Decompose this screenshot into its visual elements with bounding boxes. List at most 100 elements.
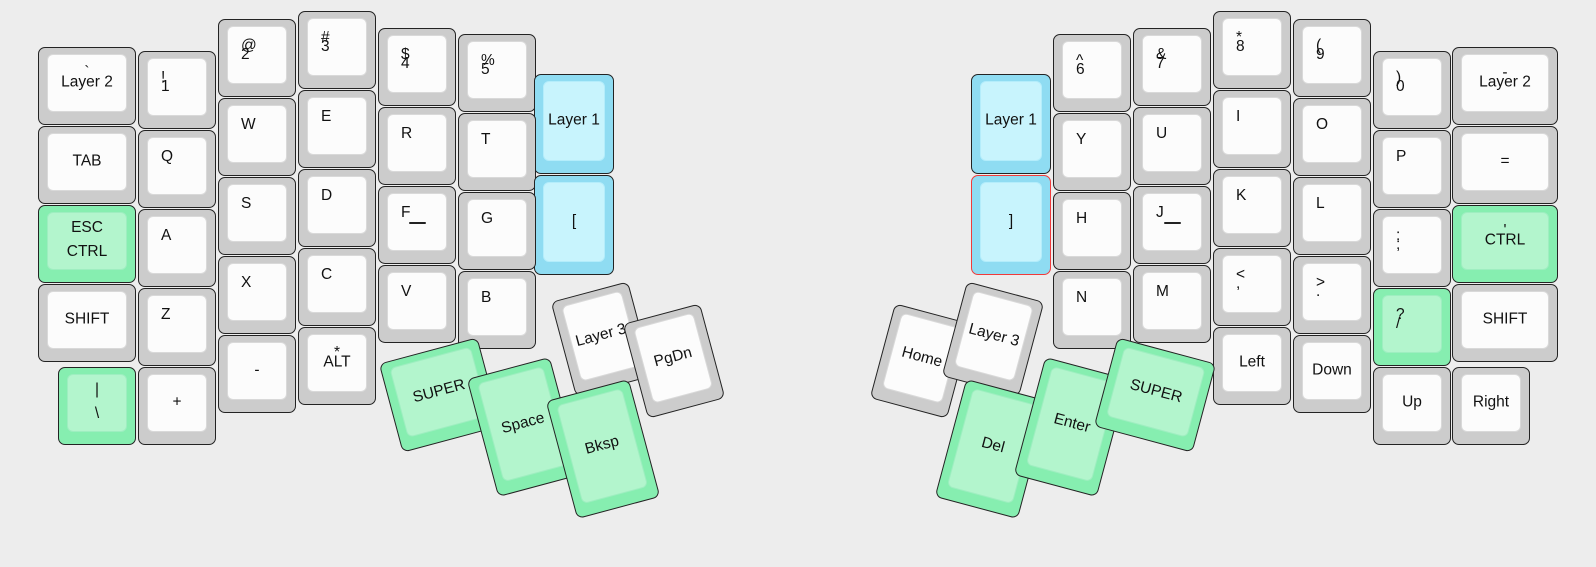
right-right[interactable]: Right [1452,367,1530,445]
key-legend-main: O [1316,116,1329,133]
left-t[interactable]: T [458,113,536,191]
key-cap: Right [1461,374,1521,432]
left-a[interactable]: A [138,209,216,287]
left-s[interactable]: S [218,177,296,255]
left-r[interactable]: R [378,107,456,185]
right-i[interactable]: I [1213,90,1291,168]
right-up[interactable]: Up [1373,367,1451,445]
right-slash[interactable]: ?/ [1373,288,1451,366]
key-legend-main: N [1076,289,1088,306]
right-y[interactable]: Y [1053,113,1131,191]
key-cap: Left [1222,334,1282,392]
right-6[interactable]: ^6 [1053,34,1131,112]
right-shift[interactable]: SHIFT [1452,284,1558,362]
key-cap: :; [1382,216,1442,274]
key-legend-main: Layer 3 [966,320,1022,351]
right-u[interactable]: U [1133,107,1211,185]
left-q[interactable]: Q [138,130,216,208]
key-cap: U [1142,114,1202,172]
key-cap: ?/ [1382,295,1442,353]
left-4[interactable]: $4 [378,28,456,106]
left-minus[interactable]: - [218,335,296,413]
key-cap: ^6 [1062,41,1122,99]
right-minus-layer2[interactable]: -Layer 2 [1452,47,1558,125]
key-legend-main: ] [1008,212,1014,230]
key-cap: I [1222,97,1282,155]
key-cap: T [467,120,527,178]
right-8[interactable]: *8 [1213,11,1291,89]
key-legend-main: CTRL [1484,231,1526,249]
left-x[interactable]: X [218,256,296,334]
right-9[interactable]: (9 [1293,19,1371,97]
key-cap: P [1382,137,1442,195]
right-0[interactable]: )0 [1373,51,1451,129]
right-colon-semicolon[interactable]: :; [1373,209,1451,287]
key-cap: SHIFT [1461,291,1549,349]
left-tab[interactable]: TAB [38,126,136,204]
right-equal[interactable]: = [1452,126,1558,204]
left-c[interactable]: C [298,248,376,326]
right-left[interactable]: Left [1213,327,1291,405]
right-quote-ctrl[interactable]: 'CTRL [1452,205,1558,283]
left-w[interactable]: W [218,98,296,176]
right-h[interactable]: H [1053,192,1131,270]
key-legend-secondary: ' [1503,222,1507,239]
right-rbracket[interactable]: ] [971,175,1051,275]
key-legend-main: , [1236,274,1241,292]
key-legend-secondary: : [1396,227,1401,244]
key-legend-main: M [1156,283,1169,300]
key-cap: L [1302,184,1362,242]
left-g[interactable]: G [458,192,536,270]
key-cap: )0 [1382,58,1442,116]
right-n[interactable]: N [1053,271,1131,349]
key-legend-main: 0 [1396,77,1405,95]
key-legend-main: Y [1076,131,1087,148]
key-legend-main: Layer 1 [985,111,1037,129]
key-cap: V [387,272,447,330]
left-z[interactable]: Z [138,288,216,366]
right-l[interactable]: L [1293,177,1371,255]
right-down[interactable]: Down [1293,335,1371,413]
key-cap: X [227,263,287,321]
right-m[interactable]: M [1133,265,1211,343]
key-legend-main: = [1500,152,1510,170]
left-e[interactable]: E [298,90,376,168]
key-cap: <, [1222,255,1282,313]
key-cap: J [1142,193,1202,251]
left-d[interactable]: D [298,169,376,247]
key-cap: N [1062,278,1122,336]
right-p[interactable]: P [1373,130,1451,208]
key-cap: Up [1382,374,1442,432]
key-legend-main: SUPER [1128,376,1185,407]
right-o[interactable]: O [1293,98,1371,176]
key-legend-main: H [1076,210,1088,227]
key-cap: Down [1302,342,1362,400]
right-k[interactable]: K [1213,169,1291,247]
left-shift[interactable]: SHIFT [38,284,136,362]
right-layer1[interactable]: Layer 1 [971,74,1051,174]
left-3[interactable]: #3 [298,11,376,89]
key-legend-main: Layer 2 [1479,73,1531,91]
key-legend-main: Left [1239,353,1265,371]
left-1[interactable]: !1 [138,51,216,129]
key-cap: (9 [1302,26,1362,84]
key-legend-main: ; [1396,235,1401,253]
key-legend-main: Up [1402,393,1422,411]
key-cap: TAB [47,133,127,191]
left-2[interactable]: @2 [218,19,296,97]
right-comma[interactable]: <, [1213,248,1291,326]
key-legend-secondary: * [1236,29,1243,46]
key-legend-main: SHIFT [1482,310,1528,328]
key-cap: Q [147,137,207,195]
right-7[interactable]: &7 [1133,28,1211,106]
left-pipe-backslash[interactable]: | \ [58,367,136,445]
key-legend-secondary: ) [1396,69,1402,86]
key-legend-main: 6 [1076,60,1085,78]
right-end-layer3[interactable]: Layer 3 [941,281,1045,397]
right-period[interactable]: >. [1293,256,1371,334]
left-plus[interactable]: + [138,367,216,445]
right-j[interactable]: J [1133,186,1211,264]
left-b[interactable]: B [458,271,536,349]
left-v[interactable]: V [378,265,456,343]
